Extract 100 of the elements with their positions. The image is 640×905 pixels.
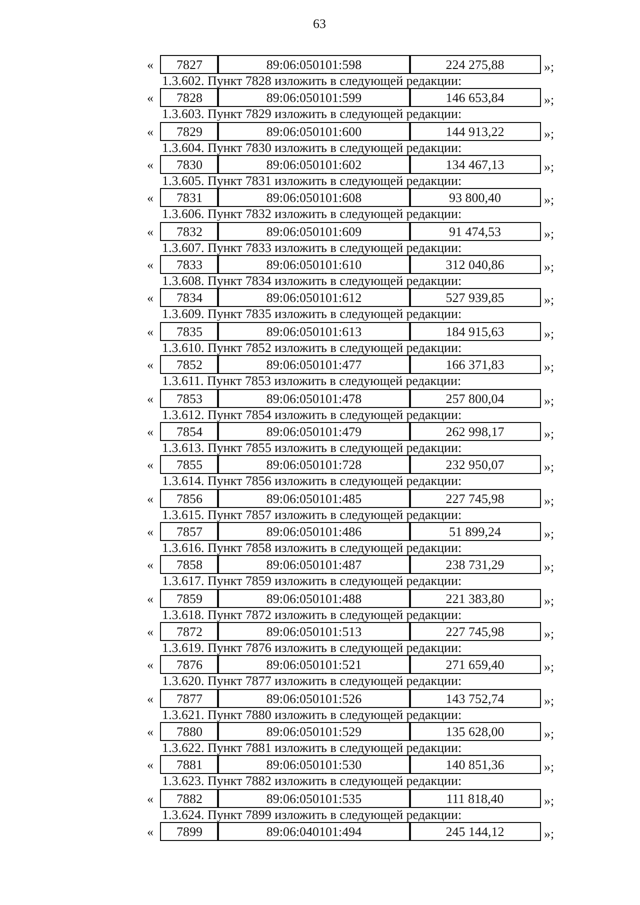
closing-quote: »;	[544, 426, 554, 442]
table-cell: 89:06:050101:600	[217, 122, 411, 141]
table-cell: 221 383,80	[409, 588, 541, 608]
page-number: 63	[313, 16, 326, 32]
table-cell: 7881	[160, 755, 219, 774]
table-cell: 89:06:050101:612	[217, 288, 411, 308]
closing-quote: »;	[544, 226, 554, 242]
table-cell: 89:06:040101:494	[217, 822, 411, 842]
table-cell: 262 998,17	[409, 422, 541, 441]
instruction-text: 1.3.618. Пункт 7872 изложить в следующей редакции:	[162, 606, 462, 623]
table-cell: 89:06:050101:526	[217, 688, 411, 708]
table-cell: 7880	[160, 722, 219, 741]
table-cell: 7833	[160, 255, 219, 274]
closing-quote: »;	[544, 59, 554, 75]
table-cell: 89:06:050101:486	[217, 522, 411, 541]
table-cell: 143 752,74	[409, 688, 541, 708]
table-cell: 51 899,24	[409, 522, 541, 541]
closing-quote: »;	[544, 392, 554, 408]
table-cell: 89:06:050101:602	[217, 155, 411, 174]
instruction-text: 1.3.617. Пункт 7859 изложить в следующей редакции:	[162, 573, 462, 590]
closing-quote: »;	[544, 292, 554, 308]
table-cell: 7857	[160, 522, 219, 541]
opening-quote: «	[147, 524, 154, 540]
table-cell: 93 800,40	[409, 188, 541, 208]
opening-quote: «	[147, 124, 154, 140]
table-cell: 89:06:050101:530	[217, 755, 411, 774]
instruction-text: 1.3.623. Пункт 7882 изложить в следующей редакции:	[162, 773, 462, 790]
instruction-text: 1.3.624. Пункт 7899 изложить в следующей редакции:	[162, 806, 462, 823]
table-cell: 257 800,04	[409, 388, 541, 408]
table-cell: 7828	[160, 88, 219, 108]
table-cell: 7832	[160, 222, 219, 241]
opening-quote: «	[147, 90, 154, 106]
table-cell: 134 467,13	[409, 155, 541, 174]
instruction-text: 1.3.604. Пункт 7830 изложить в следующей редакции:	[162, 140, 462, 156]
opening-quote: «	[147, 290, 154, 306]
table-cell: 146 653,84	[409, 88, 541, 108]
closing-quote: »;	[544, 359, 554, 376]
opening-quote: «	[147, 224, 154, 240]
table-cell: 89:06:050101:488	[217, 588, 411, 608]
table-cell: 89:06:050101:479	[217, 422, 411, 441]
opening-quote: «	[147, 624, 154, 640]
table-cell: 527 939,85	[409, 288, 541, 308]
instruction-text: 1.3.621. Пункт 7880 изложить в следующей редакции:	[162, 706, 462, 723]
opening-quote: «	[147, 790, 154, 807]
table-cell: 89:06:050101:485	[217, 488, 411, 508]
instruction-text: 1.3.620. Пункт 7877 изложить в следующей редакции:	[162, 673, 462, 690]
opening-quote: «	[147, 424, 154, 440]
table-cell: 89:06:050101:478	[217, 388, 411, 408]
instruction-text: 1.3.607. Пункт 7833 изложить в следующей редакции:	[162, 240, 462, 256]
closing-quote: »;	[544, 259, 554, 276]
instruction-text: 1.3.616. Пункт 7858 изложить в следующей редакции:	[162, 540, 462, 556]
instruction-text: 1.3.612. Пункт 7854 изложить в следующей редакции:	[162, 406, 462, 422]
table-cell: 224 275,88	[409, 55, 541, 74]
table-cell: 271 659,40	[409, 655, 541, 674]
table-cell: 89:06:050101:535	[217, 788, 411, 808]
closing-quote: »;	[544, 326, 554, 342]
table-cell: 7855	[160, 455, 219, 474]
closing-quote: »;	[544, 659, 554, 676]
instruction-text: 1.3.609. Пункт 7835 изложить в следующей редакции:	[162, 306, 462, 322]
table-cell: 7899	[160, 822, 219, 842]
table-cell: 89:06:050101:513	[217, 622, 411, 641]
closing-quote: »;	[544, 692, 554, 709]
table-cell: 7859	[160, 588, 219, 608]
opening-quote: «	[147, 657, 154, 674]
table-cell: 111 818,40	[409, 788, 541, 808]
table-cell: 89:06:050101:598	[217, 55, 411, 74]
instruction-text: 1.3.615. Пункт 7857 изложить в следующей редакции:	[162, 506, 462, 523]
instruction-text: 1.3.619. Пункт 7876 изложить в следующей редакции:	[162, 640, 462, 656]
instruction-text: 1.3.605. Пункт 7831 изложить в следующей редакции:	[162, 173, 462, 190]
table-cell: 7877	[160, 688, 219, 708]
instruction-text: 1.3.603. Пункт 7829 изложить в следующей редакции:	[162, 106, 462, 122]
closing-quote: »;	[544, 92, 554, 108]
opening-quote: «	[147, 824, 154, 840]
table-cell: 89:06:050101:609	[217, 222, 411, 241]
instruction-text: 1.3.622. Пункт 7881 изложить в следующей редакции:	[162, 740, 462, 756]
opening-quote: «	[147, 590, 154, 607]
table-cell: 312 040,86	[409, 255, 541, 274]
opening-quote: «	[147, 190, 154, 206]
table-cell: 140 851,36	[409, 755, 541, 774]
table-cell: 184 915,63	[409, 322, 541, 341]
closing-quote: »;	[544, 826, 554, 842]
instruction-text: 1.3.610. Пункт 7852 изложить в следующей редакции:	[162, 340, 462, 356]
opening-quote: «	[147, 390, 154, 406]
table-cell: 7872	[160, 622, 219, 641]
table-cell: 232 950,07	[409, 455, 541, 474]
table-cell: 7854	[160, 422, 219, 441]
instruction-text: 1.3.613. Пункт 7855 изложить в следующей редакции:	[162, 440, 462, 456]
closing-quote: »;	[544, 526, 554, 542]
instruction-text: 1.3.608. Пункт 7834 изложить в следующей редакции:	[162, 273, 462, 290]
opening-quote: «	[147, 757, 154, 774]
opening-quote: «	[147, 357, 154, 374]
closing-quote: »;	[544, 126, 554, 142]
table-cell: 91 474,53	[409, 222, 541, 241]
table-cell: 89:06:050101:608	[217, 188, 411, 208]
table-cell: 245 144,12	[409, 822, 541, 842]
opening-quote: «	[147, 324, 154, 340]
table-cell: 7853	[160, 388, 219, 408]
table-cell: 89:06:050101:487	[217, 555, 411, 574]
table-cell: 89:06:050101:599	[217, 88, 411, 108]
table-cell: 89:06:050101:521	[217, 655, 411, 674]
